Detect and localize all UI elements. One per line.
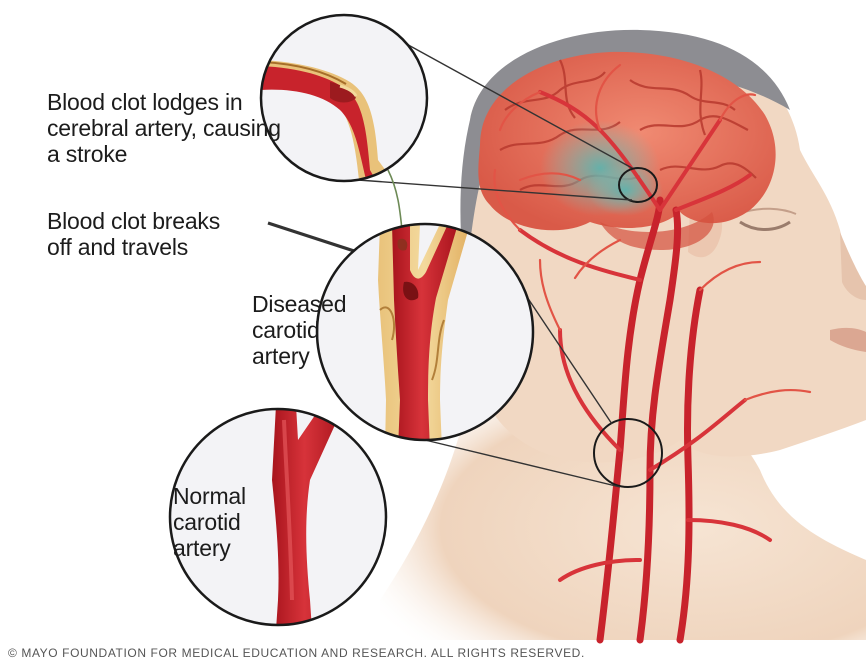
label-normal-line-1: Normal — [173, 483, 246, 509]
label-stroke-line-1: Blood clot lodges in — [47, 89, 281, 115]
copyright-notice: © MAYO FOUNDATION FOR MEDICAL EDUCATION … — [8, 646, 585, 660]
label-normal-carotid: Normal carotid artery — [173, 483, 246, 561]
label-diseased-line-2: carotid — [252, 317, 346, 343]
label-stroke: Blood clot lodges in cerebral artery, ca… — [47, 89, 281, 167]
label-normal-line-3: artery — [173, 535, 246, 561]
label-clot-breaks: Blood clot breaks off and travels — [47, 208, 220, 260]
label-diseased-line-3: artery — [252, 343, 346, 369]
label-clot-breaks-line-1: Blood clot breaks — [47, 208, 220, 234]
label-normal-line-2: carotid — [173, 509, 246, 535]
clot-travel-path — [388, 170, 402, 230]
label-diseased-line-1: Diseased — [252, 291, 346, 317]
label-stroke-line-2: cerebral artery, causing — [47, 115, 281, 141]
label-clot-breaks-line-2: off and travels — [47, 234, 220, 260]
inset-cerebral-artery — [260, 15, 427, 195]
label-stroke-line-3: a stroke — [47, 141, 281, 167]
label-diseased-carotid: Diseased carotid artery — [252, 291, 346, 369]
